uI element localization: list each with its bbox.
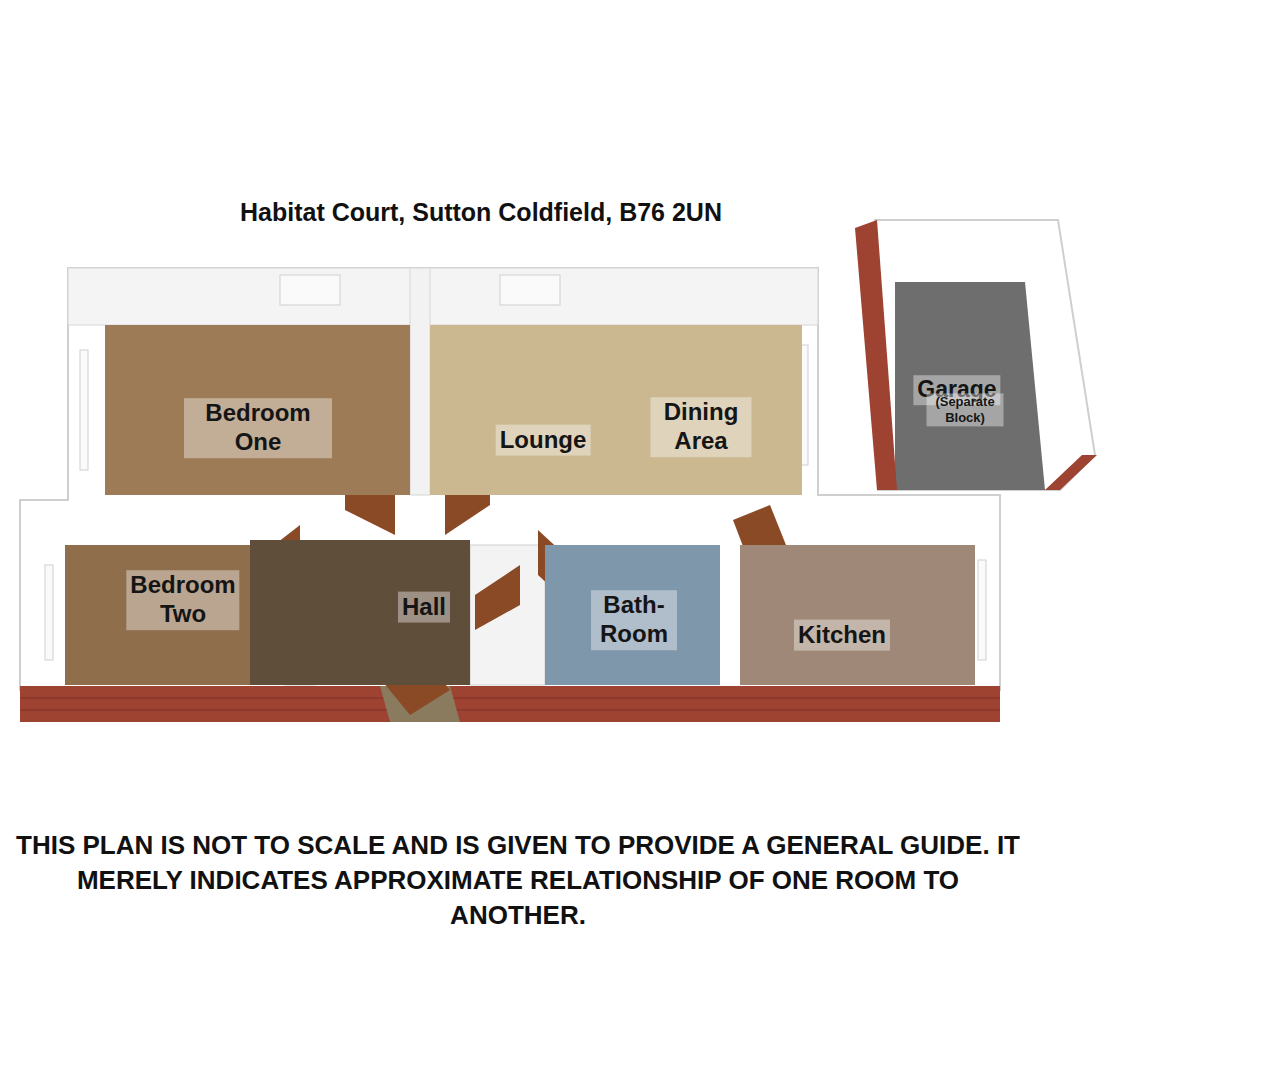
disclaimer-caption: THIS PLAN IS NOT TO SCALE AND IS GIVEN T… <box>8 828 1028 933</box>
garage-floor <box>895 282 1045 490</box>
bedroom-floor: Bedroom One <box>105 325 410 495</box>
window <box>45 565 53 660</box>
brick-wall <box>855 220 897 490</box>
cupboard <box>470 545 545 685</box>
garage-floor: Garage(Separate Block) <box>897 290 1042 485</box>
kitchen-floor: Kitchen <box>740 545 975 685</box>
room-label: Hall <box>398 592 450 623</box>
hall-floor: Hall <box>250 540 470 685</box>
door <box>475 565 520 630</box>
plan-title: Habitat Court, Sutton Coldfield, B76 2UN <box>240 198 722 227</box>
window <box>500 275 560 305</box>
window <box>280 275 340 305</box>
wall-shell <box>20 268 1000 690</box>
room-label: (Separate Block) <box>927 393 1004 426</box>
room-label: Bedroom One <box>184 398 332 458</box>
window <box>978 560 986 660</box>
back-wall <box>68 268 818 325</box>
room-label: Bedroom Two <box>126 570 239 630</box>
lounge-floor: Lounge Dining Area <box>430 325 802 495</box>
bathroom-floor: Bath- Room <box>545 545 720 685</box>
brick-wall <box>20 686 1000 722</box>
window <box>80 350 88 470</box>
room-label: Bath- Room <box>591 590 677 650</box>
room-label: Dining Area <box>651 397 752 457</box>
brick-wall <box>1045 455 1097 490</box>
room-label: Lounge <box>496 425 591 456</box>
garage-walls <box>875 220 1095 490</box>
room-label: Kitchen <box>794 620 890 651</box>
bedroom-floor: Bedroom Two <box>65 545 250 685</box>
partition-wall <box>410 268 430 495</box>
